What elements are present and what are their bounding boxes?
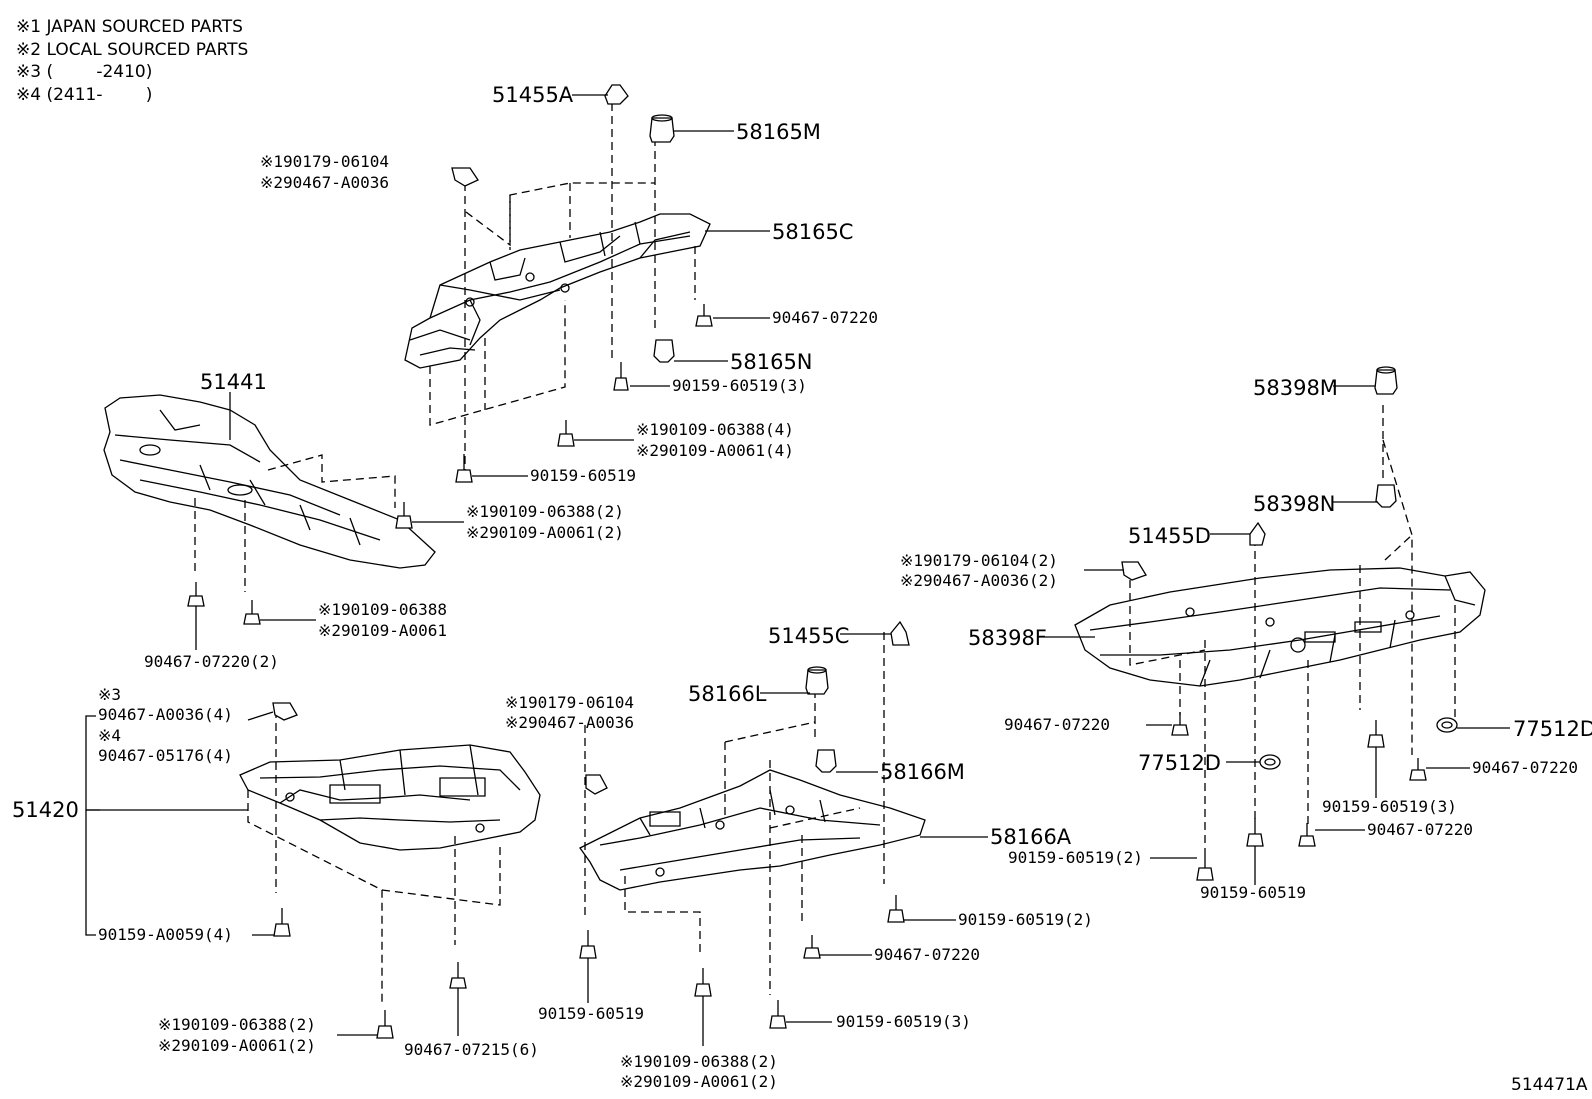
part-label-right-90159-60519-3: 90159-60519(3)	[1322, 797, 1457, 816]
bottom-left-dashed-leaders	[248, 710, 500, 1002]
part-label-top-bolt-japan: ※190109-06388(4)	[636, 420, 794, 439]
cap-icon	[650, 115, 1397, 694]
part-label-mid-90159-60519-3: 90159-60519(3)	[836, 1012, 971, 1031]
part-label-right-90159-60519: 90159-60519	[1200, 883, 1306, 902]
part-label-left-bolt2-japan: ※190109-06388	[318, 600, 447, 619]
note-mark-4: ※4	[98, 726, 122, 745]
engine-under-cover-58398f	[1075, 568, 1485, 686]
part-label-77512d-a: 77512D	[1513, 717, 1592, 741]
part-label-top-clip-local: ※290467-A0036	[260, 173, 389, 192]
legend-line: ※3 ( -2410)	[16, 62, 153, 82]
part-label-51455c: 51455C	[768, 624, 850, 648]
legend-line: ※4 (2411- )	[16, 84, 153, 105]
part-label-mid-clip-local: ※290467-A0036	[505, 713, 634, 732]
grommet-icon	[1260, 718, 1457, 769]
part-label-51420: 51420	[12, 798, 79, 822]
part-label-top-bolt-local: ※290109-A0061(4)	[636, 441, 794, 460]
engine-under-cover-58165c	[405, 214, 710, 368]
part-label-top-90159-60519: 90159-60519	[530, 466, 636, 485]
part-label-bl-bolt-local: ※290109-A0061(2)	[158, 1036, 316, 1055]
part-label-58165m: 58165M	[736, 120, 821, 144]
part-label-bl-bolt-japan: ※190109-06388(2)	[158, 1015, 316, 1034]
part-label-90159-a0059-4: 90159-A0059(4)	[98, 925, 233, 944]
part-label-right-clip-japan: ※190179-06104(2)	[900, 551, 1058, 570]
part-label-58166l: 58166L	[688, 682, 767, 706]
part-label-left-bolt-japan: ※190109-06388(2)	[466, 502, 624, 521]
part-label-top-90467-07220: 90467-07220	[772, 308, 878, 327]
part-label-58398m: 58398M	[1253, 376, 1338, 400]
part-label-51441: 51441	[200, 370, 267, 394]
part-label-51455d: 51455D	[1128, 524, 1211, 548]
part-label-58398n: 58398N	[1253, 492, 1336, 516]
part-label-mid-clip-japan: ※190179-06104	[505, 693, 634, 712]
part-label-top-clip-japan: ※190179-06104	[260, 152, 389, 171]
part-label-top-90159-60519-3: 90159-60519(3)	[672, 376, 807, 395]
part-label-90467-05176-4: 90467-05176(4)	[98, 746, 233, 765]
solid-leaders	[86, 95, 1510, 1046]
part-label-left-bolt2-local: ※290109-A0061	[318, 621, 447, 640]
part-label-right-90467-07220-c: 90467-07220	[1367, 820, 1473, 839]
part-label-51455a: 51455A	[492, 83, 574, 107]
part-label-90467-07215-6: 90467-07215(6)	[404, 1040, 539, 1059]
part-label-right-90467-07220-a: 90467-07220	[1004, 715, 1110, 734]
part-label-left-bolt-local: ※290109-A0061(2)	[466, 523, 624, 542]
part-label-mid-90159-60519: 90159-60519	[538, 1004, 644, 1023]
middle-dashed-leaders	[585, 632, 884, 995]
part-label-mid-bolt-japan: ※190109-06388(2)	[620, 1052, 778, 1071]
part-label-mid-90159-60519-2: 90159-60519(2)	[958, 910, 1093, 929]
right-dashed-leaders	[1130, 405, 1455, 852]
part-label-right-clip-local: ※290467-A0036(2)	[900, 571, 1058, 590]
bolt-icon	[188, 304, 1426, 1038]
part-label-mid-bolt-local: ※290109-A0061(2)	[620, 1072, 778, 1091]
part-label-right-90467-07220-b: 90467-07220	[1472, 758, 1578, 777]
part-label-58166a: 58166A	[990, 825, 1072, 849]
note-mark-3: ※3	[98, 685, 122, 704]
clip-icon	[273, 85, 1265, 794]
part-label-58166m: 58166M	[880, 760, 965, 784]
engine-under-cover-51441	[104, 395, 435, 568]
source-legend: ※1 JAPAN SOURCED PARTS ※2 LOCAL SOURCED …	[16, 16, 248, 106]
part-label-58398f: 58398F	[968, 626, 1047, 650]
part-label-right-90159-60519-2: 90159-60519(2)	[1008, 848, 1143, 867]
top-dashed-leaders	[430, 103, 695, 470]
engine-under-cover-58166a	[580, 770, 925, 890]
part-label-90467-a0036-4: 90467-A0036(4)	[98, 705, 233, 724]
part-label-mid-90467-07220: 90467-07220	[874, 945, 980, 964]
part-label-77512d-b: 77512D	[1138, 751, 1221, 775]
part-label-58165n: 58165N	[730, 350, 813, 374]
figure-number: 514471A	[1511, 1075, 1588, 1095]
nut-icon	[654, 340, 1396, 772]
part-label-left-90467-07220-2: 90467-07220(2)	[144, 652, 279, 671]
part-label-58165c: 58165C	[772, 220, 854, 244]
engine-under-cover-51420	[240, 745, 540, 850]
left-dashed-leaders	[195, 455, 395, 592]
legend-line: ※1 JAPAN SOURCED PARTS	[16, 17, 243, 37]
legend-line: ※2 LOCAL SOURCED PARTS	[16, 39, 249, 60]
